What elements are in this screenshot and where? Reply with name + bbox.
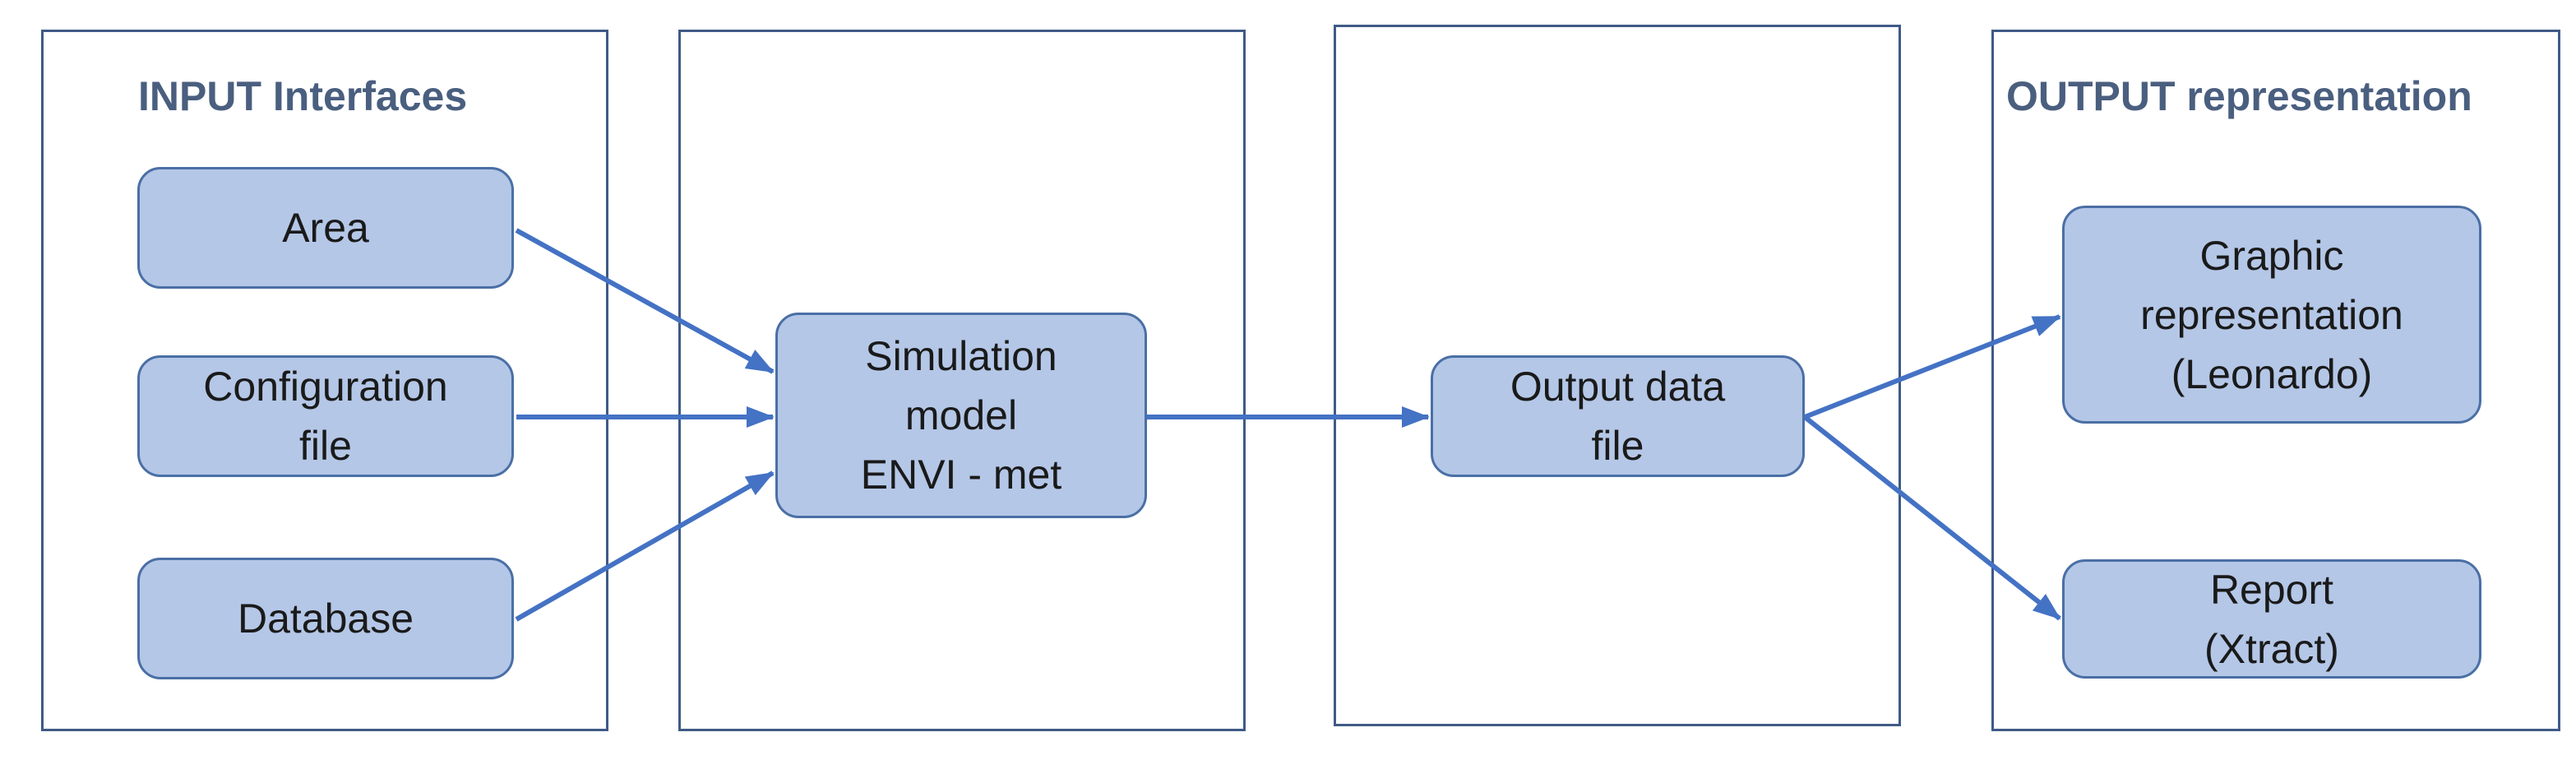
configuration-file-label-line-1: Configuration <box>203 364 448 410</box>
configuration-file-label-line-2: file <box>299 423 352 469</box>
output-representation-title: OUTPUT representation <box>2006 73 2472 119</box>
graphic-representation-label-line-3: (Leonardo) <box>2171 350 2373 397</box>
configuration-file-node: Configuration file <box>137 355 514 477</box>
graphic-representation-node: Graphic representation (Leonardo) <box>2062 206 2481 424</box>
simulation-model-label-line-3: ENVI - met <box>860 452 1062 498</box>
area-node: Area <box>137 167 514 289</box>
graphic-representation-label-line-2: representation <box>2140 291 2403 338</box>
report-label-line-1: Report <box>2209 566 2334 613</box>
report-node: Report (Xtract) <box>2062 559 2481 679</box>
simulation-model-label-line-1: Simulation <box>865 333 1057 379</box>
report-label-line-2: (Xtract) <box>2204 625 2339 672</box>
output-data-file-node: Output data file <box>1431 355 1805 477</box>
output-data-file-label-line-1: Output data <box>1510 364 1726 410</box>
database-node: Database <box>137 558 514 679</box>
output-data-file-label-line-2: file <box>1591 423 1644 469</box>
database-label-line-1: Database <box>237 595 414 642</box>
input-interfaces-title: INPUT Interfaces <box>138 73 468 119</box>
simulation-model-label-line-2: model <box>904 392 1018 438</box>
area-label-line-1: Area <box>282 205 369 251</box>
graphic-representation-label-line-1: Graphic <box>2199 232 2344 279</box>
